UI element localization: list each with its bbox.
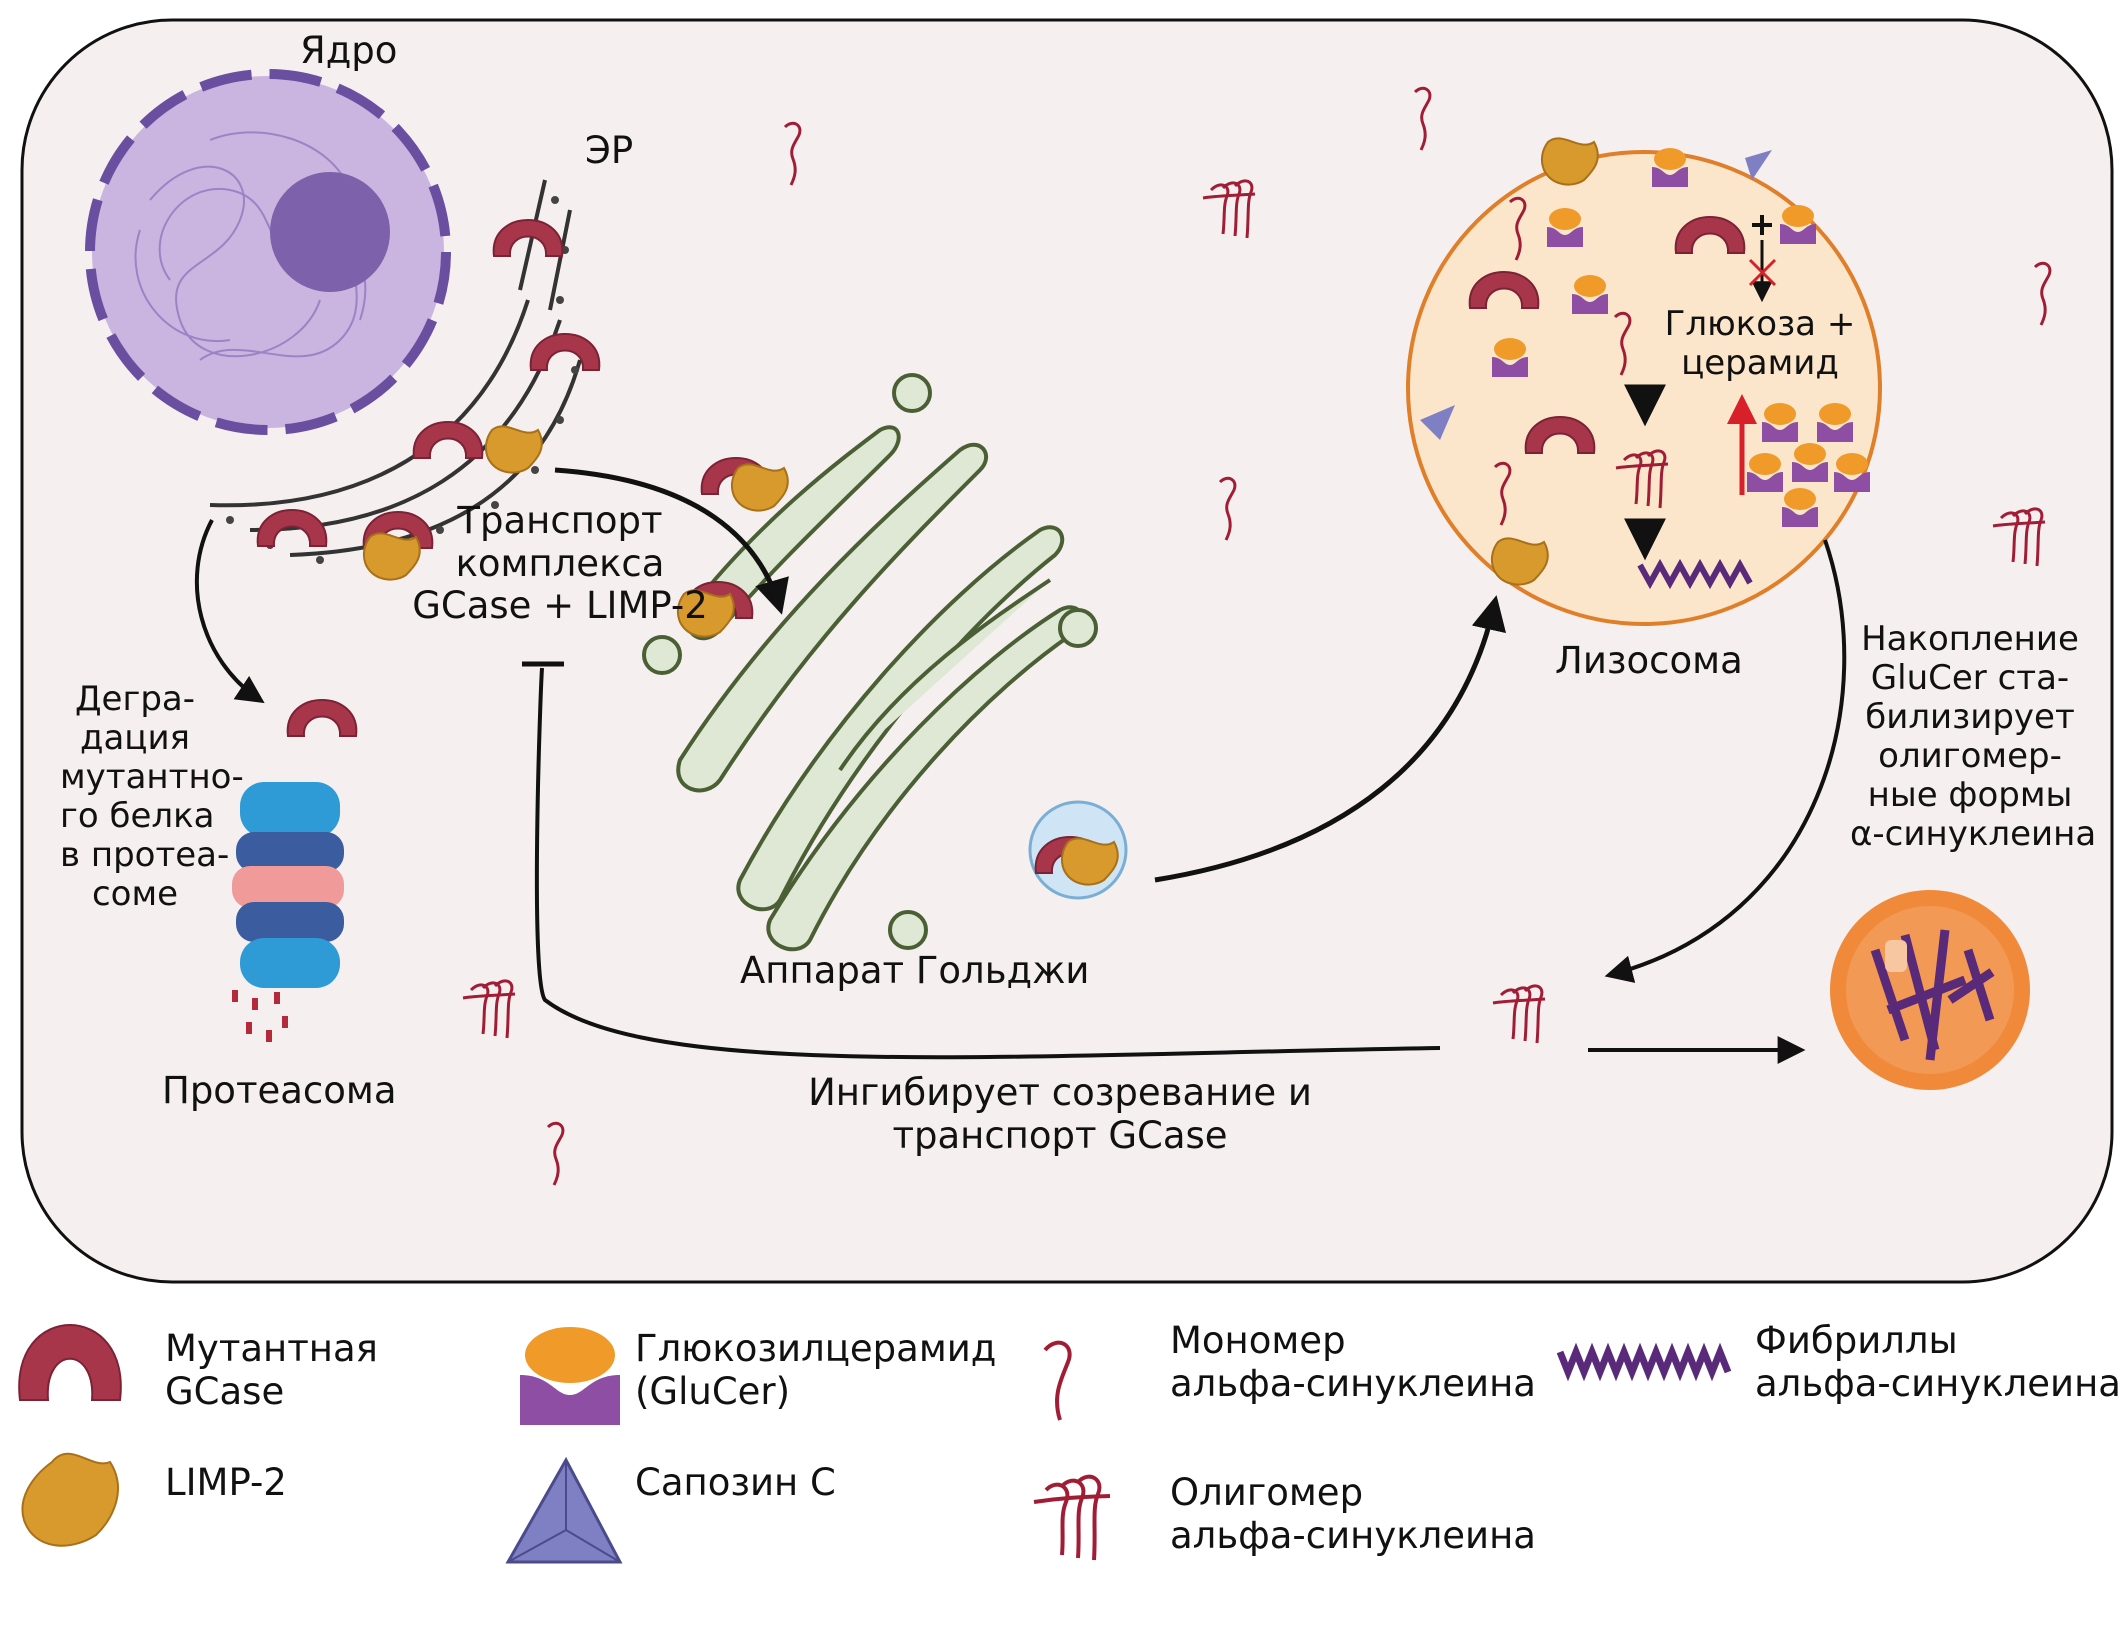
- legend: [18, 1324, 1732, 1564]
- degradation-label: Дегра- дация мутантно- го белка в протеа…: [60, 679, 244, 915]
- glucose-label-line: церамид: [1681, 343, 1839, 384]
- nucleus-label: Ядро: [300, 29, 398, 72]
- accumulation-label-line: олигомер-: [1878, 736, 2062, 777]
- accumulation-label-line: Накопление: [1861, 619, 2079, 659]
- inhibits-label-line: Ингибирует созревание и: [808, 1071, 1312, 1114]
- nucleus: [85, 69, 451, 435]
- glucose-ceramide-label: Глюкоза + церамид: [1660, 304, 1860, 384]
- legend-fibrils-label: Фибриллы альфа-синуклеина: [1755, 1319, 2121, 1405]
- proteasome-label: Протеасома: [162, 1069, 397, 1112]
- lysosome-label: Лизосома: [1555, 639, 1743, 682]
- glucose-label-line: Глюкоза +: [1664, 304, 1856, 344]
- nucleolus: [270, 172, 390, 292]
- degradation-label-line: в протеа-: [60, 835, 230, 876]
- transport-vesicle: [1028, 800, 1128, 900]
- legend-fibrils-line: Фибриллы: [1755, 1319, 1958, 1362]
- legend-monomer-icon: [1043, 1340, 1072, 1421]
- legend-limp2-icon: [21, 1452, 119, 1547]
- golgi-apparatus: [676, 425, 1085, 952]
- transport-label-line: комплекса: [455, 541, 665, 585]
- degradation-label-line: соме: [91, 874, 179, 915]
- legend-saposin-label: Сапозин С: [635, 1461, 836, 1504]
- legend-gcase-label: Мутантная GCase: [165, 1327, 378, 1413]
- legend-gcase-icon: [18, 1324, 122, 1401]
- inhibits-label: Ингибирует созревание и транспорт GCase: [780, 1071, 1340, 1157]
- accumulation-label-line: GluCer ста-: [1870, 658, 2070, 699]
- golgi-label: Аппарат Гольджи: [740, 949, 1090, 992]
- legend-limp2-label: LIMP-2: [165, 1461, 287, 1504]
- legend-monomer-label: Мономер альфа-синуклеина: [1170, 1319, 1536, 1405]
- transport-label: Транспорт комплекса GCase + LIMP-2: [410, 499, 710, 628]
- legend-glucer-line: Глюкозилцерамид: [635, 1327, 997, 1370]
- legend-gcase-line: Мутантная: [165, 1327, 378, 1370]
- er-label: ЭР: [585, 129, 634, 172]
- transport-label-line: Транспорт: [457, 499, 663, 542]
- legend-monomer-line: альфа-синуклеина: [1170, 1361, 1536, 1405]
- legend-glucer-line: (GluCer): [635, 1369, 791, 1413]
- lysosome: [1406, 137, 1882, 626]
- accumulation-label-line: билизирует: [1865, 697, 2075, 738]
- legend-saposin-icon: [505, 1456, 623, 1564]
- transport-label-line: GCase + LIMP-2: [412, 584, 708, 628]
- degradation-label-line: Дегра-: [74, 679, 196, 719]
- lewy-body: [1830, 890, 2030, 1090]
- legend-glucer-label: Глюкозилцерамид (GluCer): [635, 1327, 997, 1413]
- accumulation-label: Накопление GluCer ста- билизирует олигом…: [1850, 619, 2097, 855]
- legend-gcase-line: GCase: [165, 1369, 285, 1413]
- legend-oligomer-line: Олигомер: [1170, 1471, 1364, 1514]
- degradation-label-line: мутантно-: [60, 757, 244, 798]
- proteasome: [232, 699, 358, 1042]
- inhibits-label-line: транспорт GCase: [892, 1113, 1228, 1157]
- legend-fibril-icon: [1556, 1342, 1732, 1382]
- legend-oligomer-icon: [1033, 1474, 1111, 1561]
- legend-fibrils-line: альфа-синуклеина: [1755, 1361, 2121, 1405]
- degradation-label-line: дация: [79, 718, 191, 759]
- accumulation-label-line: α-синуклеина: [1850, 814, 2097, 855]
- degradation-label-line: го белка: [60, 796, 215, 837]
- legend-oligomer-label: Олигомер альфа-синуклеина: [1170, 1471, 1536, 1557]
- legend-monomer-line: Мономер: [1170, 1319, 1346, 1362]
- legend-glucer-icon: [520, 1327, 620, 1425]
- accumulation-label-line: ные формы: [1867, 775, 2073, 816]
- legend-oligomer-line: альфа-синуклеина: [1170, 1513, 1536, 1557]
